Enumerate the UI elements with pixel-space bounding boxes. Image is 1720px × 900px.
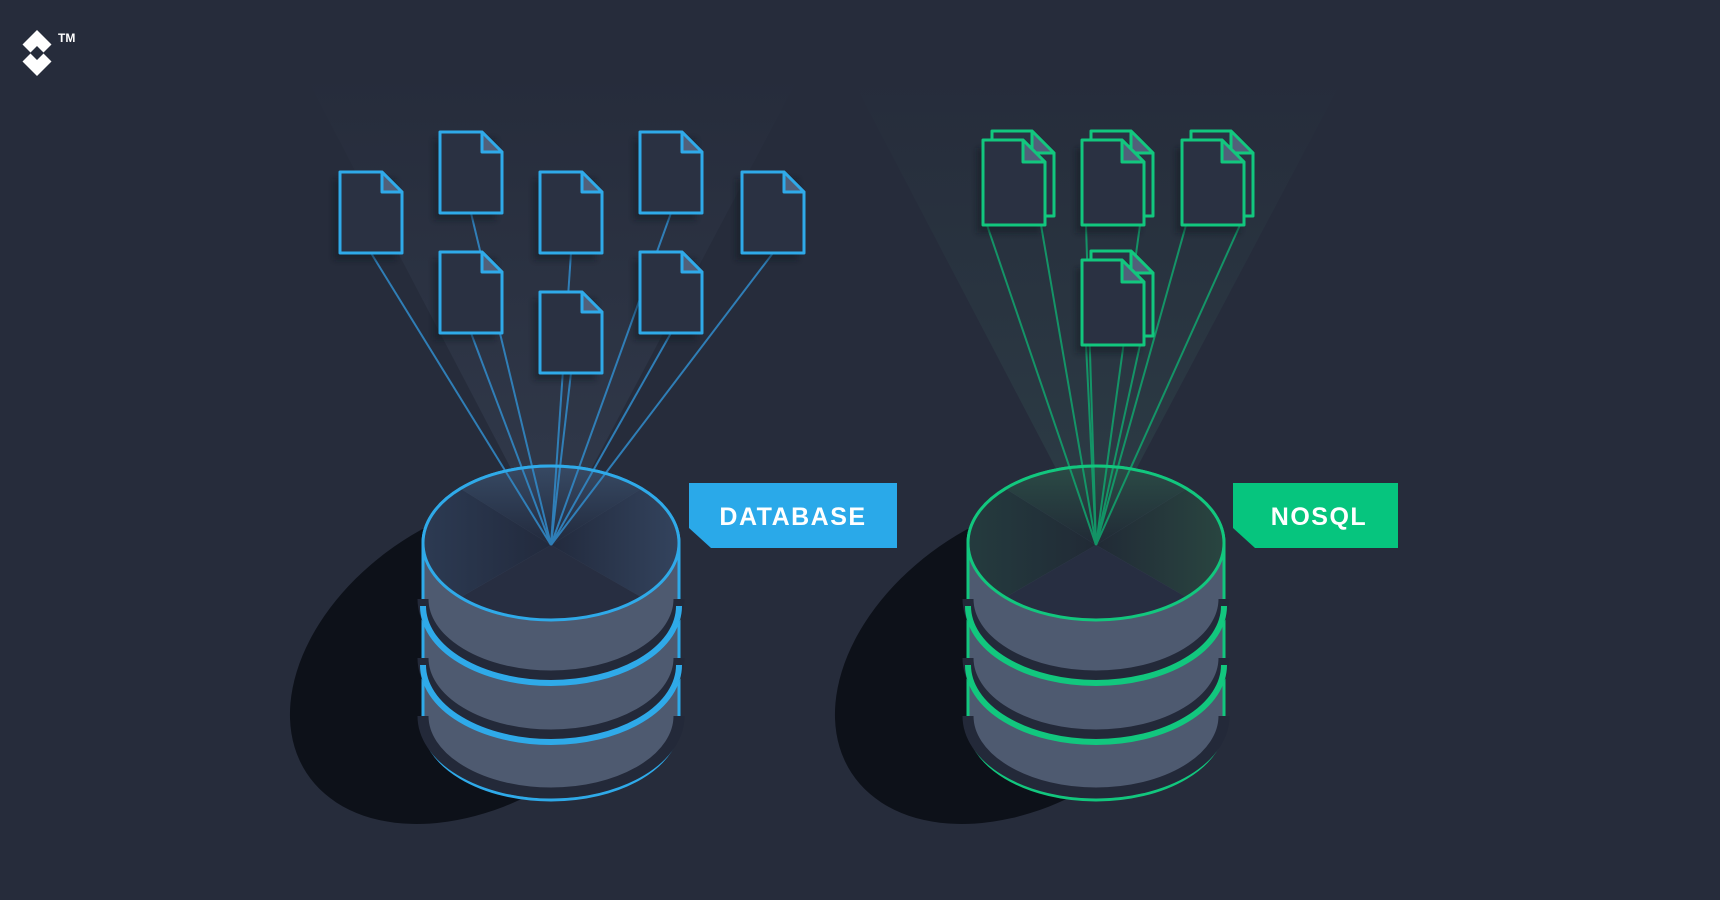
database-badge-label: DATABASE	[719, 503, 866, 531]
top-rim	[966, 464, 1226, 622]
document-stack-icon	[1076, 131, 1153, 233]
document-icon	[434, 132, 502, 220]
document-icon	[534, 292, 602, 380]
nosql-badge-label: NOSQL	[1271, 503, 1367, 531]
document-stack-icon	[977, 131, 1054, 233]
disk-shadow	[962, 715, 1230, 799]
disk-shadow	[417, 715, 685, 799]
database-badge: DATABASE	[689, 483, 897, 548]
disk-band	[420, 605, 682, 686]
disk-shadow	[417, 657, 685, 741]
document-icon	[434, 252, 502, 340]
nosql-group: NOSQL	[834, 75, 1398, 824]
toptal-logo: TM	[22, 30, 75, 76]
document-icon	[736, 172, 804, 260]
disk-shadow	[417, 598, 685, 682]
document-icon	[334, 172, 402, 260]
disk-band	[420, 664, 682, 745]
database-group: DATABASE	[289, 75, 897, 824]
trademark-text: TM	[58, 31, 75, 45]
document-icon	[634, 132, 702, 220]
toptal-logo-icon	[22, 30, 52, 76]
top-rim	[421, 464, 681, 622]
document-icon	[634, 252, 702, 340]
document-stack-icon	[1076, 251, 1153, 353]
disk-shadow	[962, 657, 1230, 741]
nosql-badge: NOSQL	[1233, 483, 1398, 548]
disk-band	[965, 605, 1227, 686]
disk-band	[965, 664, 1227, 745]
document-icon	[534, 172, 602, 260]
disk-shadow	[962, 598, 1230, 682]
document-stack-icon	[1176, 131, 1253, 233]
cylinder-top-face	[969, 466, 1223, 620]
